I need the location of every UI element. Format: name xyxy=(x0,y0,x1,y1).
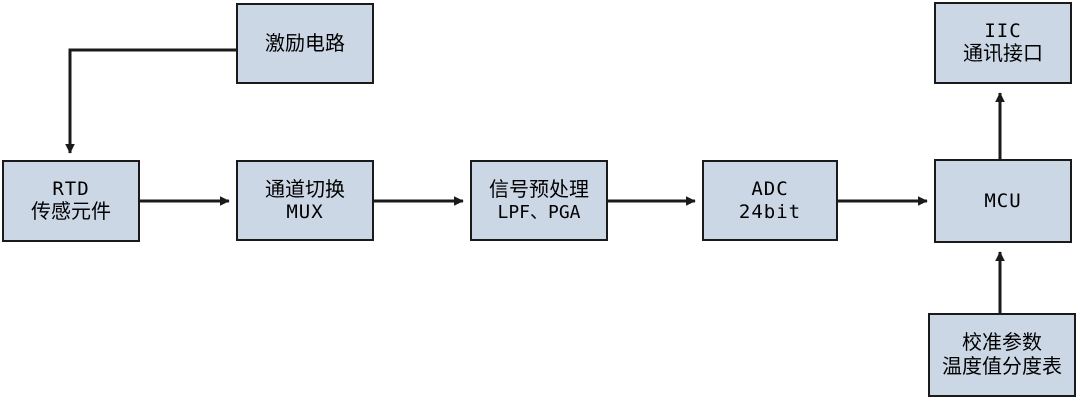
block-calibration-table-line-2: 温度值分度表 xyxy=(942,354,1062,378)
block-iic-interface[interactable]: IIC 通讯接口 xyxy=(934,2,1072,84)
block-channel-mux-line-1: 通道切换 xyxy=(265,176,345,201)
connector-excitation-to-rtd xyxy=(65,48,236,154)
block-excitation-line-1: 激励电路 xyxy=(265,30,345,55)
block-rtd-sensor-line-2: 传感元件 xyxy=(31,199,111,224)
block-iic-interface-line-1: IIC xyxy=(984,20,1022,42)
block-rtd-sensor[interactable]: RTD 传感元件 xyxy=(2,160,140,242)
block-signal-preprocessing-line-2: LPF、PGA xyxy=(497,201,581,223)
block-mcu-line-1: MCU xyxy=(984,189,1022,212)
block-channel-mux-line-2: MUX xyxy=(286,201,324,224)
block-mcu[interactable]: MCU xyxy=(934,159,1072,243)
block-rtd-sensor-line-1: RTD xyxy=(52,178,90,200)
block-excitation[interactable]: 激励电路 xyxy=(236,3,374,84)
block-adc-line-2: 24bit xyxy=(738,200,802,223)
block-calibration-table[interactable]: 校准参数 温度值分度表 xyxy=(928,313,1076,397)
block-adc-line-1: ADC xyxy=(751,178,789,201)
block-calibration-table-line-1: 校准参数 xyxy=(962,330,1042,355)
block-adc[interactable]: ADC 24bit xyxy=(702,160,838,241)
block-iic-interface-line-2: 通讯接口 xyxy=(963,41,1043,66)
block-signal-preprocessing-line-1: 信号预处理 xyxy=(489,177,589,202)
block-signal-preprocessing[interactable]: 信号预处理 LPF、PGA xyxy=(470,160,608,241)
block-channel-mux[interactable]: 通道切换 MUX xyxy=(236,160,374,241)
